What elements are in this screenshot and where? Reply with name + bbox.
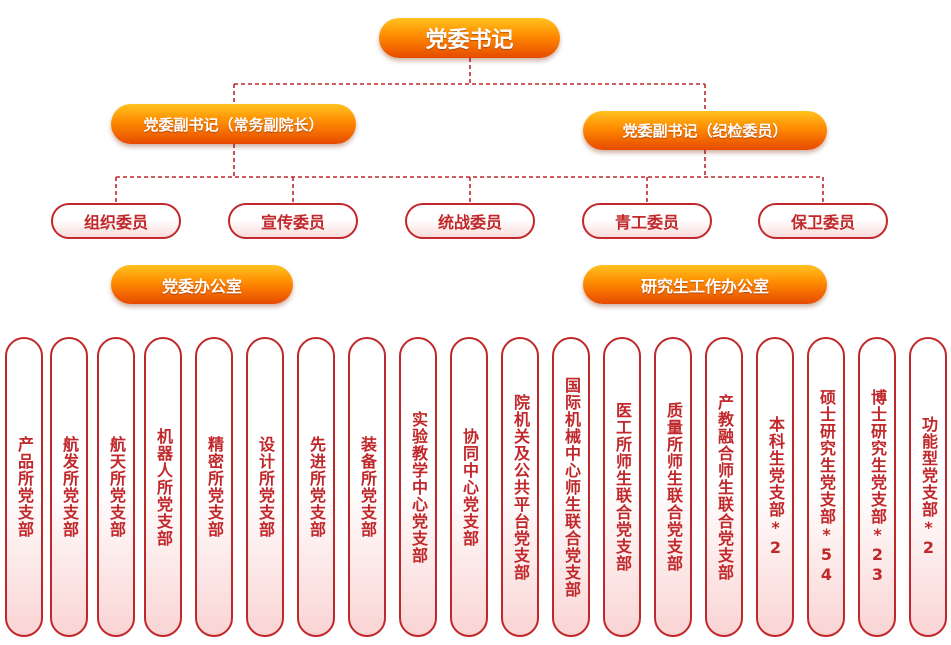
branch-design-institute: 设计所党支部 <box>246 337 284 637</box>
branch-teaching-center: 实验教学中心党支部 <box>399 337 437 637</box>
party-secretary-node: 党委书记 <box>379 18 560 58</box>
deputy-secretary-executive-label: 党委副书记（常务副院长） <box>143 115 324 134</box>
party-secretary-label: 党委书记 <box>425 28 514 53</box>
branch-aerospace-institute: 航天所党支部 <box>97 337 135 637</box>
committee-member-label: 保卫委员 <box>790 213 855 232</box>
branch-label: 航发所党支部 <box>60 436 79 538</box>
graduate-office-node: 研究生工作办公室 <box>583 265 827 304</box>
branch-label: 院机关及公共平台党支部 <box>511 393 530 581</box>
branch-label: 国际机械中心师生联合党支部 <box>562 376 581 598</box>
graduate-office-label: 研究生工作办公室 <box>640 276 769 296</box>
branch-label: 硕士研究生党支部*54 <box>817 389 836 585</box>
branch-admin-platform: 院机关及公共平台党支部 <box>501 337 539 637</box>
branch-functional: 功能型党支部*2 <box>909 337 947 637</box>
branch-medical-engineering: 医工所师生联合党支部 <box>603 337 641 637</box>
branch-label: 产教融合师生联合党支部 <box>715 393 734 581</box>
branch-label: 装备所党支部 <box>358 436 377 538</box>
branch-precision-institute: 精密所党支部 <box>195 337 233 637</box>
branch-label: 医工所师生联合党支部 <box>613 402 632 572</box>
committee-member-label: 组织委员 <box>83 213 148 232</box>
branch-label: 本科生党支部*2 <box>766 416 785 558</box>
branch-label: 功能型党支部*2 <box>919 416 938 558</box>
branch-label: 实验教学中心党支部 <box>409 410 428 564</box>
committee-member-label: 青工委员 <box>614 213 679 232</box>
branch-label: 博士研究生党支部*23 <box>868 389 887 585</box>
committee-member-organization: 组织委员 <box>51 203 181 239</box>
committee-member-publicity: 宣传委员 <box>228 203 358 239</box>
branch-industry-education: 产教融合师生联合党支部 <box>705 337 743 637</box>
branch-advanced-institute: 先进所党支部 <box>297 337 335 637</box>
branch-label: 设计所党支部 <box>256 436 275 538</box>
branch-robotics-institute: 机器人所党支部 <box>144 337 182 637</box>
branch-quality-institute: 质量所师生联合党支部 <box>654 337 692 637</box>
branch-aeroengine-institute: 航发所党支部 <box>50 337 88 637</box>
branch-label: 精密所党支部 <box>205 436 224 538</box>
branch-undergraduate: 本科生党支部*2 <box>756 337 794 637</box>
branch-international-center: 国际机械中心师生联合党支部 <box>552 337 590 637</box>
deputy-secretary-executive-node: 党委副书记（常务副院长） <box>111 104 356 144</box>
committee-member-youth-worker: 青工委员 <box>582 203 712 239</box>
branch-master: 硕士研究生党支部*54 <box>807 337 845 637</box>
party-office-label: 党委办公室 <box>161 276 242 296</box>
committee-member-label: 宣传委员 <box>260 213 325 232</box>
branch-label: 产品所党支部 <box>15 436 34 538</box>
deputy-secretary-discipline-label: 党委副书记（纪检委员） <box>622 122 788 140</box>
branch-product-institute: 产品所党支部 <box>5 337 43 637</box>
branch-doctoral: 博士研究生党支部*23 <box>858 337 896 637</box>
branch-collaborative-center: 协同中心党支部 <box>450 337 488 637</box>
branch-label: 质量所师生联合党支部 <box>664 402 683 572</box>
committee-member-label: 统战委员 <box>437 213 502 232</box>
deputy-secretary-discipline-node: 党委副书记（纪检委员） <box>583 111 827 150</box>
branch-equipment-institute: 装备所党支部 <box>348 337 386 637</box>
branch-label: 协同中心党支部 <box>460 427 479 547</box>
branch-label: 航天所党支部 <box>107 436 126 538</box>
committee-member-united-front: 统战委员 <box>405 203 535 239</box>
party-office-node: 党委办公室 <box>111 265 293 304</box>
branch-label: 先进所党支部 <box>307 436 326 538</box>
branch-label: 机器人所党支部 <box>154 427 173 547</box>
committee-member-security: 保卫委员 <box>758 203 888 239</box>
